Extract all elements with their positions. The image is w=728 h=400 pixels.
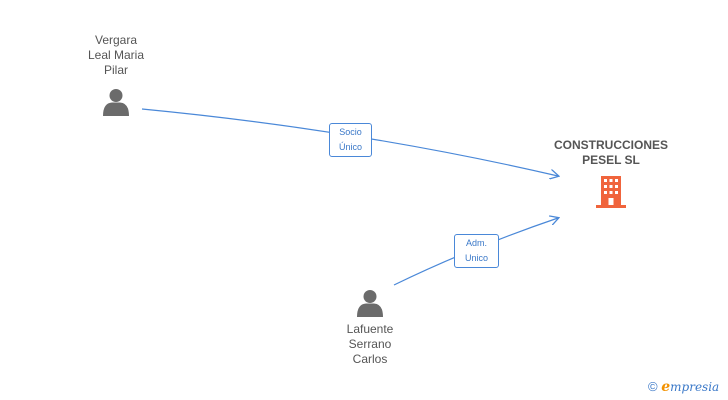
person-icon xyxy=(103,89,129,116)
building-icon xyxy=(596,176,626,208)
edge-label-line: Único xyxy=(338,142,362,152)
person-icon xyxy=(357,290,383,317)
person-name-line: Lafuente xyxy=(346,322,394,336)
edge-label-line: Adm. xyxy=(465,238,487,248)
person-name-line: Serrano xyxy=(348,337,392,351)
edge-label-socio-unico: Socio Único xyxy=(329,123,372,157)
empresia-logo-text: mpresia xyxy=(670,380,720,394)
person-name-line: Vergara xyxy=(94,33,138,47)
person-name-line: Carlos xyxy=(352,352,388,366)
empresia-logo-initial: e xyxy=(661,379,671,395)
company-node-construcciones-pesel[interactable]: CONSTRUCCIONES PESEL SL xyxy=(541,138,681,210)
person-node-vergara[interactable]: Vergara Leal Maria Pilar xyxy=(66,33,166,117)
company-name-line: CONSTRUCCIONES xyxy=(553,138,668,152)
edge-label-adm-unico: Adm. Unico xyxy=(454,234,499,268)
empresia-watermark: © empresia xyxy=(648,379,719,395)
company-name-line: PESEL SL xyxy=(582,153,640,167)
edge-label-line: Socio xyxy=(339,127,362,137)
copyright-symbol: © xyxy=(648,379,658,394)
person-node-lafuente[interactable]: Lafuente Serrano Carlos xyxy=(320,288,420,367)
edge-label-line: Unico xyxy=(464,253,488,263)
person-name-line: Leal Maria xyxy=(87,48,145,62)
empresia-logo: empresia xyxy=(661,379,720,395)
person-name-line: Pilar xyxy=(103,63,128,77)
